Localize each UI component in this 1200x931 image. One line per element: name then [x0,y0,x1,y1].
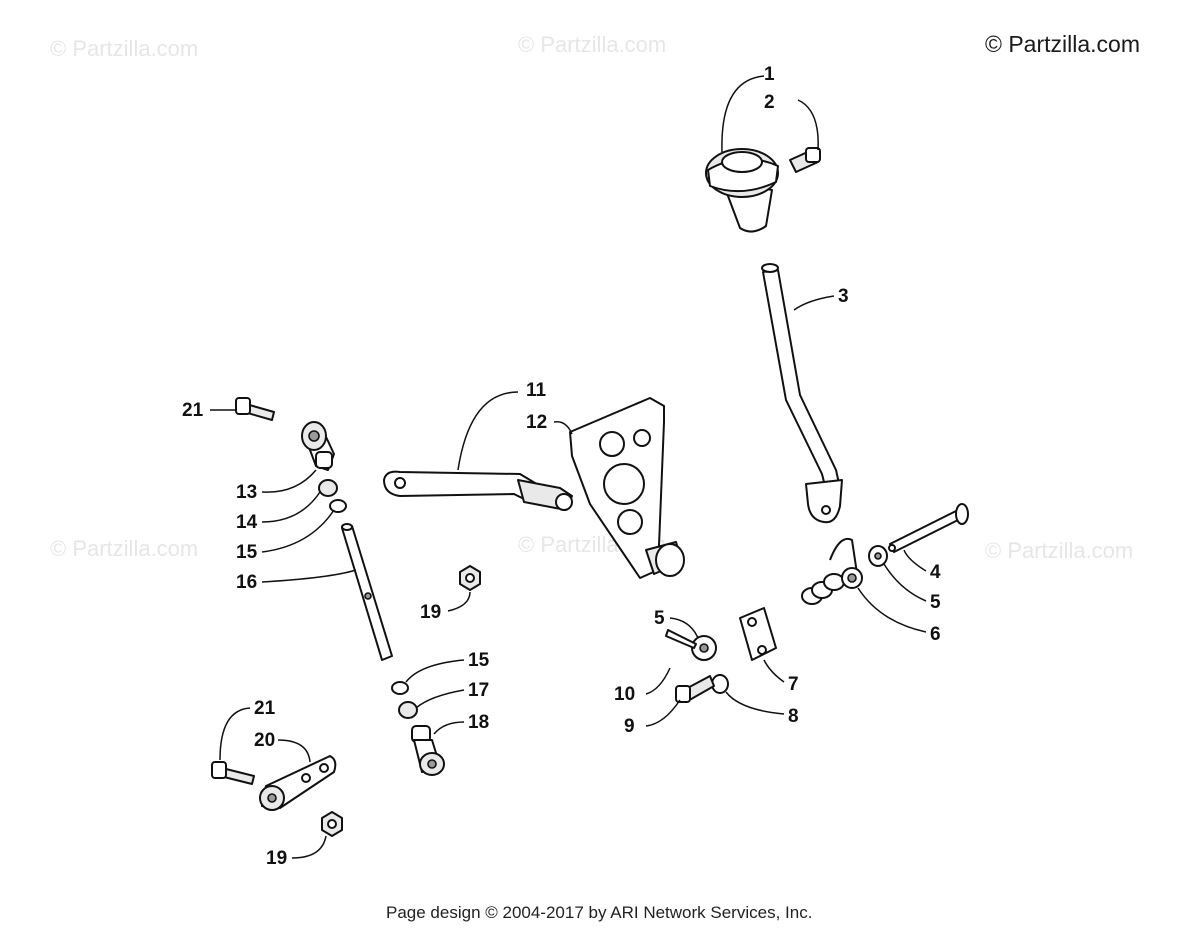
part-5-washer-upper[interactable] [868,545,888,567]
callout-17[interactable]: 17 [468,680,489,701]
part-15-washer-lower[interactable] [391,681,409,695]
leader-lines [210,75,927,859]
callout-15-lower[interactable]: 15 [468,650,490,671]
part-20-lever[interactable] [259,755,337,811]
watermark-top-center: © Partzilla.com [518,32,666,57]
callout-18[interactable]: 18 [468,712,489,733]
part-15-washer-upper[interactable] [329,499,347,513]
callout-10[interactable]: 10 [614,684,635,705]
part-10-cotter-pin[interactable] [665,629,697,649]
part-7-clevis[interactable] [739,607,777,661]
part-16-shift-rod[interactable] [341,523,393,661]
callout-12[interactable]: 12 [526,412,547,433]
callout-13[interactable]: 13 [236,482,257,503]
callout-5-lower[interactable]: 5 [654,608,665,629]
part-21-bolt-lower[interactable] [211,761,255,785]
part-11-shift-arm[interactable] [383,470,573,511]
part-19-nut-lower[interactable] [321,811,343,837]
watermark-top-right: © Partzilla.com [985,31,1140,57]
callout-4[interactable]: 4 [930,562,941,583]
part-14-nut[interactable] [318,479,338,497]
part-1-shift-knob[interactable] [705,148,779,233]
part-9-bolt[interactable] [675,675,715,703]
watermark-mid-right: © Partzilla.com [985,538,1133,563]
callout-11[interactable]: 11 [526,380,547,401]
part-2-set-screw[interactable] [789,147,821,173]
callout-7[interactable]: 7 [788,674,799,695]
callout-16[interactable]: 16 [236,572,257,593]
part-12-bracket[interactable] [569,397,685,579]
footer-copyright: Page design © 2004-2017 by ARI Network S… [386,903,812,922]
callout-8[interactable]: 8 [788,706,799,727]
callout-6[interactable]: 6 [930,624,941,645]
callout-15-upper[interactable]: 15 [236,542,258,563]
watermark-top-left: © Partzilla.com [50,36,198,61]
part-8-nut[interactable] [711,674,729,694]
part-5-washer-lower[interactable] [691,635,717,661]
callout-14[interactable]: 14 [236,512,258,533]
callout-20[interactable]: 20 [254,730,275,751]
part-3-shift-lever[interactable] [761,263,843,524]
callout-9[interactable]: 9 [624,716,635,737]
part-19-nut-upper[interactable] [459,565,481,591]
callout-19-upper[interactable]: 19 [420,602,441,623]
watermark-mid-left: © Partzilla.com [50,536,198,561]
part-6-spring[interactable] [801,538,863,605]
part-13-rod-end-upper[interactable] [301,421,335,471]
callout-3[interactable]: 3 [838,286,849,307]
callout-5-upper[interactable]: 5 [930,592,941,613]
callout-labels: 1 2 3 4 5 6 7 8 5 10 9 11 12 21 13 14 15… [182,64,941,869]
callout-19-lower[interactable]: 19 [266,848,287,869]
part-18-rod-end-lower[interactable] [411,725,445,776]
callout-21-upper[interactable]: 21 [182,400,204,421]
part-4-pin[interactable] [888,503,969,553]
callout-1[interactable]: 1 [764,64,775,85]
part-17-nut[interactable] [398,701,418,719]
callout-21-lower[interactable]: 21 [254,698,276,719]
callout-2[interactable]: 2 [764,92,775,113]
part-21-bolt-upper[interactable] [235,397,275,421]
